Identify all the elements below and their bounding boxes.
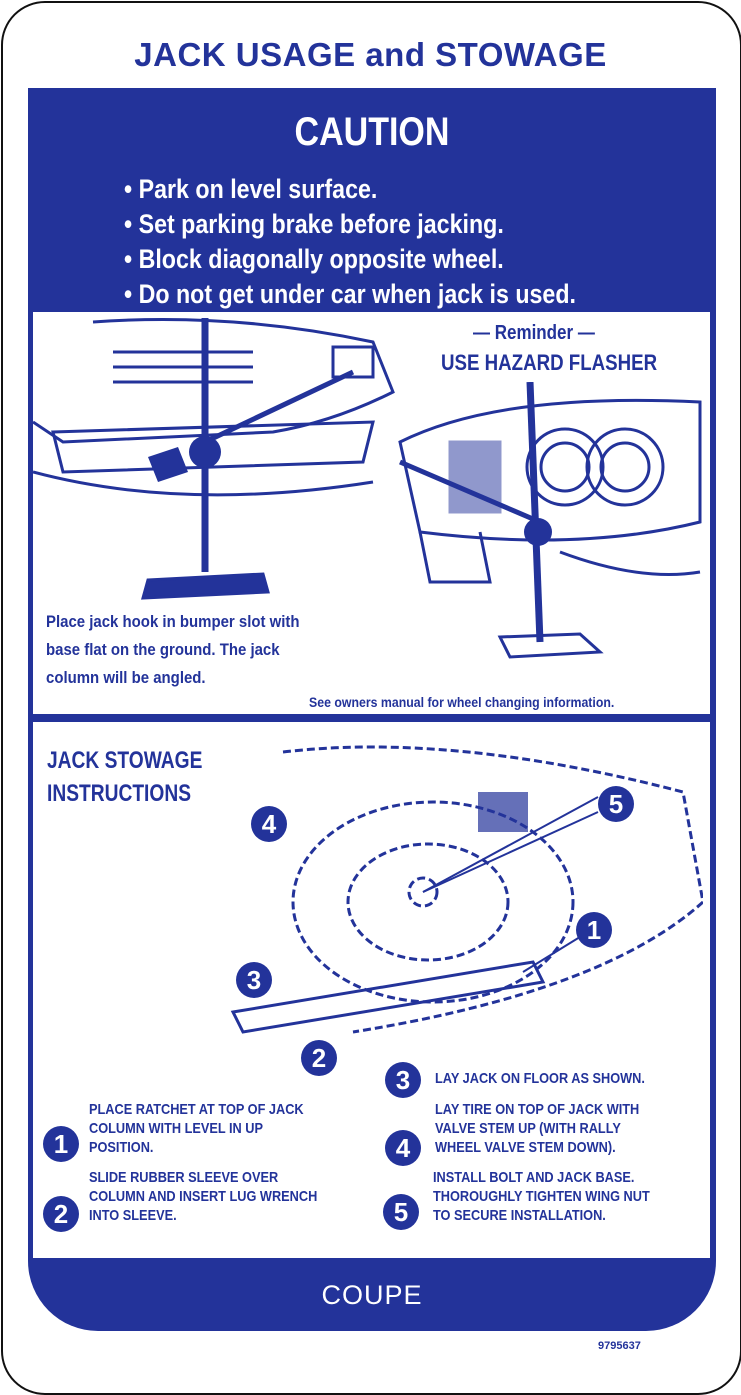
step-line: VALVE STEM UP (WITH RALLY bbox=[435, 1120, 621, 1137]
stowage-heading: JACK STOWAGE INSTRUCTIONS bbox=[47, 744, 202, 810]
step-line: INSTALL BOLT AND JACK BASE. bbox=[433, 1169, 635, 1186]
stowage-heading-line: INSTRUCTIONS bbox=[47, 780, 191, 807]
caution-list: • Park on level surface. • Set parking b… bbox=[124, 172, 576, 312]
caution-item: • Set parking brake before jacking. bbox=[124, 209, 504, 239]
jack-stowage-section: JACK STOWAGE INSTRUCTIONS 4 5 1 3 2 3 LA… bbox=[33, 722, 710, 1258]
step-line: TO SECURE INSTALLATION. bbox=[433, 1207, 606, 1224]
step-line: INTO SLEEVE. bbox=[89, 1207, 177, 1224]
blue-panel: CAUTION • Park on level surface. • Set p… bbox=[28, 88, 716, 1331]
caution-item: • Park on level surface. bbox=[124, 174, 378, 204]
rear-bumper-jack-illustration bbox=[33, 318, 395, 600]
step-line: PLACE RATCHET AT TOP OF JACK bbox=[89, 1101, 304, 1118]
caution-item: • Block diagonally opposite wheel. bbox=[124, 244, 504, 274]
step-1-text: PLACE RATCHET AT TOP OF JACK COLUMN WITH… bbox=[89, 1100, 304, 1157]
step-2-text: SLIDE RUBBER SLEEVE OVER COLUMN AND INSE… bbox=[89, 1168, 317, 1225]
step-3-number: 3 bbox=[385, 1062, 421, 1098]
model-label: COUPE bbox=[321, 1280, 423, 1310]
step-line: WHEEL VALVE STEM DOWN). bbox=[435, 1139, 616, 1156]
reminder-label: — Reminder — bbox=[473, 322, 595, 344]
step-1-number: 1 bbox=[43, 1126, 79, 1162]
caution-item: • Do not get under car when jack is used… bbox=[124, 279, 576, 309]
instruction-line: Place jack hook in bumper slot with bbox=[46, 612, 300, 631]
jack-usage-section: — Reminder — USE HAZARD FLASHER Place ja… bbox=[33, 312, 710, 714]
callout-5-marker: 5 bbox=[598, 786, 634, 822]
callout-2-marker: 2 bbox=[301, 1040, 337, 1076]
instruction-line: base flat on the ground. The jack bbox=[46, 640, 280, 659]
trunk-spare-tire-illustration bbox=[230, 745, 703, 1034]
step-4-number: 4 bbox=[385, 1130, 421, 1166]
caution-heading: CAUTION bbox=[294, 110, 450, 154]
part-number: 9795637 bbox=[598, 1340, 641, 1352]
instruction-line: column will be angled. bbox=[46, 668, 206, 687]
step-2-number: 2 bbox=[43, 1196, 79, 1232]
step-line: COLUMN WITH LEVEL IN UP bbox=[89, 1120, 264, 1137]
owners-manual-note: See owners manual for wheel changing inf… bbox=[309, 694, 615, 710]
front-bumper-jack-illustration bbox=[398, 382, 702, 659]
step-line: LAY TIRE ON TOP OF JACK WITH bbox=[435, 1101, 640, 1118]
hazard-flasher-label: USE HAZARD FLASHER bbox=[441, 350, 658, 375]
step-5-number: 5 bbox=[383, 1194, 419, 1230]
step-5-text: INSTALL BOLT AND JACK BASE. THOROUGHLY T… bbox=[433, 1168, 650, 1225]
step-line: SLIDE RUBBER SLEEVE OVER bbox=[89, 1169, 279, 1186]
callout-1-marker: 1 bbox=[576, 912, 612, 948]
callout-3-marker: 3 bbox=[236, 962, 272, 998]
step-4-text: LAY TIRE ON TOP OF JACK WITH VALVE STEM … bbox=[435, 1100, 639, 1157]
step-line: POSITION. bbox=[89, 1139, 154, 1156]
jack-placement-instructions: Place jack hook in bumper slot with base… bbox=[46, 608, 300, 692]
step-3-text: LAY JACK ON FLOOR AS SHOWN. bbox=[435, 1070, 645, 1087]
decal-title: JACK USAGE and STOWAGE bbox=[134, 36, 607, 73]
stowage-heading-line: JACK STOWAGE bbox=[47, 747, 203, 774]
step-line: COLUMN AND INSERT LUG WRENCH bbox=[89, 1188, 318, 1205]
step-line: THOROUGHLY TIGHTEN WING NUT bbox=[433, 1188, 650, 1205]
callout-4-marker: 4 bbox=[251, 806, 287, 842]
